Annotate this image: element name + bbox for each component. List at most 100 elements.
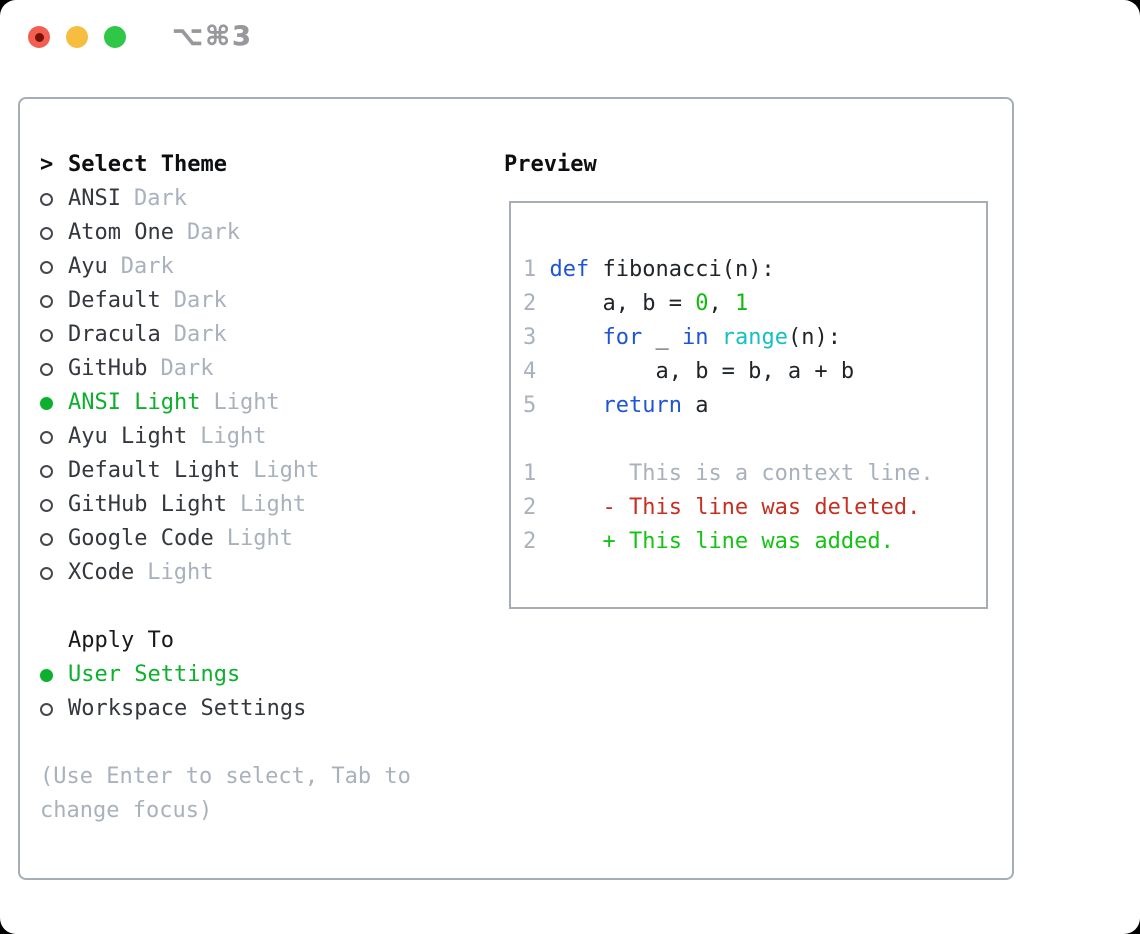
code-segment: a, b = b, a + b <box>549 359 855 384</box>
theme-variant-label: Dark <box>160 356 214 381</box>
preview-line: 1 This is a context line. <box>523 457 986 491</box>
line-number: 2 <box>523 529 550 554</box>
spacer <box>40 726 411 760</box>
theme-variant-label: Dark <box>120 254 174 279</box>
marker-cell <box>40 226 68 240</box>
theme-name: ANSI <box>68 186 121 211</box>
spacer <box>40 590 411 624</box>
close-button[interactable] <box>28 26 50 48</box>
radio-icon <box>40 566 53 580</box>
apply-option-name: Workspace Settings <box>68 696 307 721</box>
theme-variant-label: Light <box>239 492 307 517</box>
apply-option-name: User Settings <box>68 662 241 687</box>
radio-icon <box>40 192 53 206</box>
radio-icon <box>40 702 53 716</box>
line-number: 1 <box>523 257 550 282</box>
marker-cell <box>40 396 68 410</box>
marker-cell <box>40 192 68 206</box>
preview-line: 2 - This line was deleted. <box>523 491 986 525</box>
zoom-button[interactable] <box>104 26 126 48</box>
line-number: 5 <box>523 393 550 418</box>
theme-name: ANSI Light <box>68 390 201 415</box>
preview-line: 2 a, b = 0, 1 <box>523 287 986 321</box>
theme-variant-label: Dark <box>186 220 240 245</box>
theme-name: GitHub Light <box>68 492 227 517</box>
theme-option-row[interactable]: Ayu Light Light <box>40 420 411 454</box>
theme-variant-label: Light <box>200 424 267 449</box>
theme-name: XCode <box>68 560 135 585</box>
theme-variant-label: Light <box>226 526 293 551</box>
code-segment: 0 <box>695 291 709 316</box>
window-title-shortcut: ⌥⌘3 <box>172 21 253 52</box>
line-number: 2 <box>523 495 550 520</box>
theme-variant-label: Dark <box>133 186 187 211</box>
preview-blank-line <box>523 219 986 253</box>
radio-icon <box>40 532 53 546</box>
line-number: 1 <box>523 461 550 486</box>
preview-line: 5 return a <box>523 389 986 423</box>
code-segment <box>708 325 721 350</box>
code-segment: _ <box>642 325 682 350</box>
theme-variant-label: Light <box>147 560 214 585</box>
apply-option-row[interactable]: User Settings <box>40 658 411 692</box>
radio-icon <box>40 498 53 512</box>
theme-option-row[interactable]: ANSI Dark <box>40 182 411 216</box>
select-theme-header-row: > Select Theme <box>40 148 411 182</box>
theme-option-row[interactable]: Default Dark <box>40 284 411 318</box>
preview-blank-line <box>523 423 986 457</box>
marker-cell <box>40 260 68 274</box>
theme-name: GitHub <box>68 356 148 381</box>
theme-option-row[interactable]: ANSI Light Light <box>40 386 411 420</box>
marker-cell <box>40 362 68 376</box>
theme-name: Default <box>68 288 161 313</box>
marker-cell <box>40 294 68 308</box>
code-segment: in <box>681 325 709 350</box>
preview-column: Preview 1 def fibonacci(n):2 a, b = 0, 1… <box>504 148 1004 609</box>
theme-name: Ayu Light <box>68 424 188 449</box>
preview-title: Preview <box>504 152 597 177</box>
theme-option-row[interactable]: Default Light Light <box>40 454 411 488</box>
theme-variant-label: Light <box>253 458 320 483</box>
line-number: 4 <box>523 359 550 384</box>
marker-cell <box>40 532 68 546</box>
marker-cell <box>40 430 68 444</box>
theme-variant-label: Light <box>213 390 280 415</box>
marker-cell <box>40 566 68 580</box>
minimize-button[interactable] <box>66 26 88 48</box>
preview-line: 1 def fibonacci(n): <box>523 253 986 287</box>
code-segment: 1 <box>734 291 749 316</box>
code-segment: return <box>602 393 682 418</box>
prompt-marker-icon: > <box>40 152 54 177</box>
theme-name: Default Light <box>68 458 241 483</box>
code-segment: a, b = <box>549 291 696 316</box>
radio-icon <box>40 464 53 478</box>
radio-icon <box>40 328 53 342</box>
theme-variant-label: Dark <box>173 288 227 313</box>
marker-cell <box>40 702 68 716</box>
help-text-line-2: change focus) <box>40 798 213 823</box>
theme-option-row[interactable]: XCode Light <box>40 556 411 590</box>
code-segment: - This line was deleted. <box>549 495 921 520</box>
code-segment <box>550 393 603 418</box>
unsaved-changes-dot-icon <box>34 32 44 42</box>
titlebar: ⌥⌘3 <box>0 0 1140 78</box>
apply-option-row[interactable]: Workspace Settings <box>40 692 411 726</box>
code-segment: for <box>602 325 643 350</box>
help-text-line-1: (Use Enter to select, Tab to <box>40 764 411 789</box>
apply-to-title: Apply To <box>68 628 174 653</box>
selected-radio-icon <box>40 396 53 410</box>
code-segment: a <box>681 393 709 418</box>
marker-cell <box>40 328 68 342</box>
theme-option-row[interactable]: GitHub Dark <box>40 352 411 386</box>
theme-option-row[interactable]: GitHub Light Light <box>40 488 411 522</box>
